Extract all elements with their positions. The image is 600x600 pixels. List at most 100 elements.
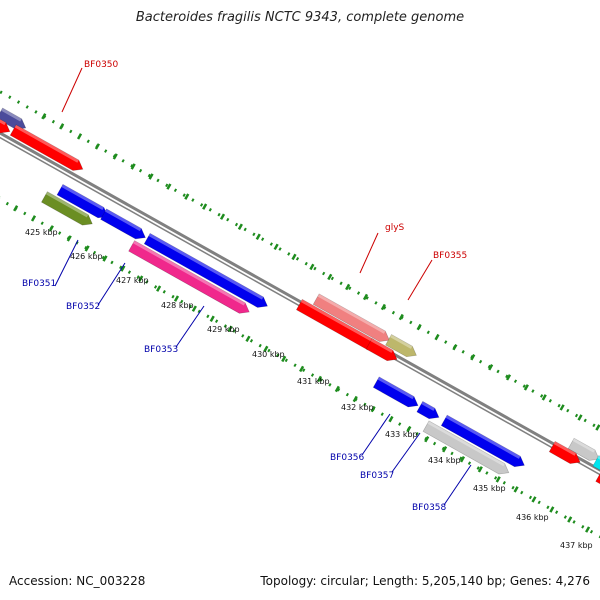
gene-bf0356-shape[interactable]	[372, 376, 421, 411]
inner-tick	[388, 415, 394, 423]
inner-tick	[66, 235, 72, 242]
gene-khaki[interactable]	[385, 334, 420, 361]
outer-tick	[202, 203, 208, 210]
outer-tick	[130, 163, 136, 170]
gene-red-left-highlight	[0, 117, 6, 126]
inner-tick	[549, 506, 555, 513]
gene-features[interactable]	[0, 107, 600, 501]
gene-label-leader	[359, 232, 379, 274]
inner-tick	[316, 375, 323, 383]
tick-label: 437 kbp	[560, 541, 593, 550]
inner-tick	[263, 345, 269, 353]
gene-blue-a-highlight	[61, 184, 104, 211]
gene-red-small[interactable]	[365, 338, 400, 365]
gene-slate-highlight	[1, 108, 22, 122]
gene-label-bf0356[interactable]: BF0356	[330, 453, 365, 463]
tick-dot-tracks	[0, 90, 600, 539]
inner-tick	[352, 395, 358, 403]
gene-red-left-shape[interactable]	[0, 117, 13, 137]
tick-label: 436 kbp	[516, 513, 549, 522]
outer-tick	[309, 263, 315, 271]
gene-red-left[interactable]	[0, 117, 13, 137]
gene-blue-c[interactable]	[440, 414, 527, 471]
gene-red-right[interactable]	[548, 440, 583, 467]
gene-label-bf0353[interactable]: BF0353	[144, 345, 178, 355]
inner-tick	[227, 325, 233, 332]
gene-bf0353[interactable]	[128, 240, 253, 318]
outer-tick	[166, 183, 172, 190]
gene-label-leader	[407, 259, 433, 301]
gene-label-bf0358[interactable]: BF0358	[412, 503, 447, 513]
gene-cyan-shape[interactable]	[592, 455, 600, 486]
gene-label-bf0355[interactable]: BF0355	[433, 251, 467, 261]
gene-label-leader	[97, 262, 126, 306]
outer-tick	[76, 133, 83, 140]
inner-tick	[245, 335, 251, 343]
gene-bf0353-shape[interactable]	[128, 240, 253, 318]
gene-bf0358-shape[interactable]	[422, 420, 512, 478]
gene-blue-b-shape[interactable]	[100, 208, 149, 243]
gene-gray-right[interactable]	[567, 437, 600, 464]
inner-tick	[173, 295, 180, 302]
tick-label: 425 kbp	[25, 228, 58, 237]
gene-khaki-shape[interactable]	[385, 334, 420, 361]
gene-red-far[interactable]	[595, 470, 600, 501]
gene-label-bf0352[interactable]: BF0352	[66, 302, 100, 312]
gene-label-bf0351[interactable]: BF0351	[22, 279, 56, 289]
gene-bf0356[interactable]	[372, 376, 421, 411]
gene-red-small-highlight	[370, 338, 393, 353]
inner-tick	[442, 446, 448, 453]
outer-tick	[559, 404, 565, 411]
gene-label-bf0357[interactable]: BF0357	[360, 471, 394, 481]
inner-tick	[459, 456, 466, 463]
gene-bf0355-red-highlight	[300, 299, 374, 343]
inner-tick	[495, 476, 501, 483]
gene-bf0350-shape[interactable]	[9, 124, 86, 175]
gene-bf0352-shape[interactable]	[143, 232, 270, 311]
gene-label-glys[interactable]: glyS	[385, 223, 405, 233]
gene-bf0356-highlight	[377, 376, 415, 400]
gene-bf0357[interactable]	[416, 400, 442, 422]
outer-tick	[434, 333, 440, 341]
outer-tick	[488, 364, 494, 371]
tick-label: 434 kbp	[428, 456, 461, 465]
gene-blue-b[interactable]	[100, 208, 149, 243]
inner-tick	[531, 496, 537, 503]
inner-tick	[191, 305, 197, 312]
gene-gray-right-highlight	[572, 438, 595, 453]
gene-bf0351-shape[interactable]	[41, 191, 95, 229]
gene-bf0357-shape[interactable]	[416, 400, 442, 422]
gene-label-leader	[443, 464, 472, 506]
inner-tick	[209, 315, 215, 322]
gene-red-far-shape[interactable]	[595, 470, 600, 501]
gene-bf0351[interactable]	[41, 191, 95, 229]
outer-tick	[291, 253, 297, 261]
gene-blue-c-shape[interactable]	[440, 414, 527, 471]
outer-tick	[541, 394, 547, 401]
gene-bf0350[interactable]	[9, 124, 86, 175]
gene-label-bf0350[interactable]: BF0350	[84, 60, 119, 70]
gene-red-right-highlight	[553, 441, 577, 456]
tick-label: 426 kbp	[70, 252, 103, 261]
gene-bf0358[interactable]	[422, 420, 512, 478]
outer-tick	[255, 233, 261, 240]
outer-tick	[219, 213, 226, 220]
gene-bf0352[interactable]	[143, 232, 270, 311]
gene-bf0351-highlight	[45, 191, 89, 218]
gene-red-small-shape[interactable]	[365, 338, 400, 365]
tick-label: 431 kbp	[297, 377, 330, 386]
gene-glys-shape[interactable]	[312, 293, 392, 346]
outer-tick	[327, 273, 333, 281]
outer-tick	[94, 143, 100, 150]
gene-label-leader	[361, 413, 391, 456]
gene-glys[interactable]	[312, 293, 392, 346]
gene-gray-right-shape[interactable]	[567, 437, 600, 464]
inner-tick	[120, 265, 126, 272]
gene-red-right-shape[interactable]	[548, 440, 583, 467]
gene-label-leader	[175, 305, 205, 348]
inner-tick	[138, 275, 144, 282]
inner-tick	[370, 405, 376, 413]
gene-cyan[interactable]	[592, 455, 600, 486]
